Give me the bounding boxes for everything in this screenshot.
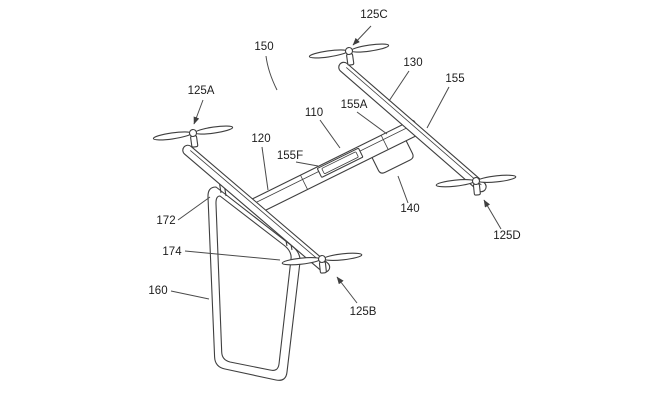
body-box-110 bbox=[317, 147, 364, 178]
leader-155 bbox=[426, 86, 450, 129]
frame-rail-right bbox=[338, 61, 487, 193]
rail-right-beam bbox=[338, 61, 487, 193]
ref-label-130: 130 bbox=[403, 57, 422, 69]
panel-outer-outline bbox=[207, 186, 301, 381]
hanging-panel bbox=[207, 186, 301, 381]
body-plate-seam-right bbox=[380, 135, 389, 150]
ref-label-125d: 125D bbox=[493, 230, 521, 242]
leader-172 bbox=[177, 196, 211, 221]
ref-label-155a: 155A bbox=[341, 99, 368, 111]
leader-174 bbox=[184, 250, 281, 261]
ref-label-125b: 125B bbox=[350, 306, 377, 318]
leader-155a bbox=[356, 111, 388, 135]
mount-bracket-140 bbox=[371, 140, 414, 174]
ref-label-150: 150 bbox=[254, 41, 273, 53]
body-plate-seam-left bbox=[300, 174, 308, 190]
ref-label-110: 110 bbox=[305, 107, 323, 119]
ref-label-155f: 155F bbox=[277, 150, 303, 162]
center-body-plate bbox=[248, 119, 421, 215]
leader-lines bbox=[170, 25, 502, 304]
leader-arrow-125b bbox=[336, 276, 358, 304]
leader-130 bbox=[388, 70, 410, 102]
leader-150 bbox=[265, 55, 278, 91]
leader-160 bbox=[170, 290, 210, 300]
leader-155f bbox=[295, 161, 319, 167]
ref-label-174: 174 bbox=[162, 246, 182, 258]
panel-inner-outline bbox=[215, 195, 292, 371]
ref-label-120: 120 bbox=[251, 133, 270, 145]
rail-left-beam bbox=[182, 144, 331, 273]
ref-label-172: 172 bbox=[156, 215, 175, 227]
rail-right-edge bbox=[346, 67, 482, 186]
propeller-125d bbox=[435, 172, 518, 200]
leader-140 bbox=[397, 175, 409, 204]
ref-label-140: 140 bbox=[400, 203, 419, 215]
leader-arrow-125a bbox=[193, 99, 204, 125]
leader-arrow-125d bbox=[483, 199, 502, 230]
leader-110 bbox=[319, 119, 341, 149]
leader-arrow-125c bbox=[352, 25, 372, 46]
rail-left-edge bbox=[190, 150, 326, 266]
frame-rail-left bbox=[182, 144, 331, 273]
ref-label-125c: 125C bbox=[360, 9, 388, 21]
leader-120 bbox=[261, 146, 269, 191]
ref-label-125a: 125A bbox=[188, 85, 215, 97]
body-box-110-top-face bbox=[321, 151, 359, 174]
ref-label-160: 160 bbox=[148, 285, 167, 297]
ref-label-155: 155 bbox=[445, 73, 464, 85]
reference-labels: 125C 150 130 155 125A 110 155A 120 155F … bbox=[148, 9, 520, 318]
